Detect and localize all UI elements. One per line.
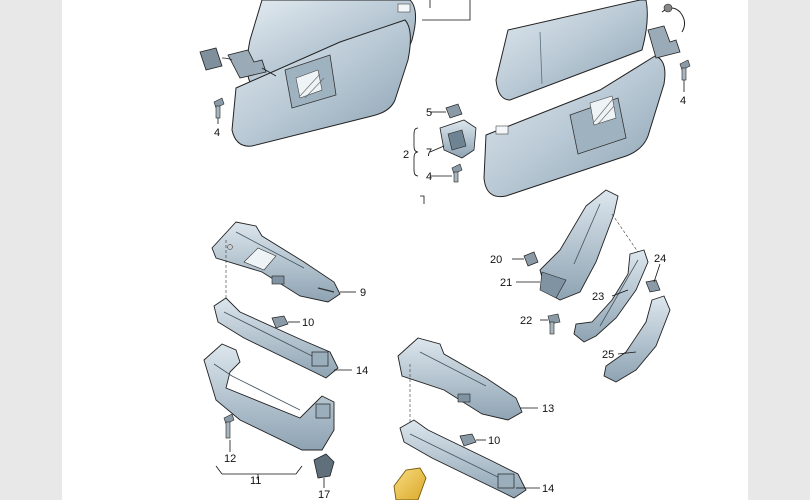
sun-visor-left: [231, 0, 416, 147]
screw-4-left: [213, 97, 225, 124]
callout-21: 21: [500, 277, 512, 289]
callout-13: 13: [542, 403, 554, 415]
callout-9: 9: [360, 287, 366, 299]
callout-12: 12: [224, 453, 236, 465]
callout-11: 11: [250, 475, 261, 487]
grab-handle-11: [203, 343, 335, 451]
callout-25: 25: [602, 349, 614, 361]
visor-clip-assembly: [439, 103, 477, 183]
callout-20: 20: [490, 254, 502, 266]
group-bracket-top: [413, 0, 471, 204]
callout-24: 24: [654, 253, 666, 265]
callout-10-top: 10: [302, 317, 314, 329]
highlighted-part: [393, 467, 427, 500]
callout-7: 7: [426, 147, 432, 159]
screw-4-right: [679, 59, 691, 92]
leader-lines: [215, 111, 661, 489]
handle-bracket-21: [539, 189, 619, 301]
sun-visor-left-hinge: [199, 47, 277, 79]
clip-20: [523, 251, 539, 267]
bolt-12: [223, 413, 235, 439]
grab-handle-base-9: [211, 221, 341, 310]
cap-17: [313, 453, 335, 479]
handle-cover-14-bottom: [399, 419, 527, 499]
callout-4-right: 4: [680, 95, 686, 107]
callout-10-bottom: 10: [488, 435, 500, 447]
callout-17: 17: [318, 489, 330, 500]
callout-4-left: 4: [214, 127, 220, 139]
callout-22: 22: [520, 315, 532, 327]
screw-22: [547, 313, 561, 335]
callout-4-clip: 4: [426, 171, 432, 183]
callout-2: 2: [403, 149, 409, 161]
sun-visor-right: [483, 0, 666, 198]
callout-labels: 4 4 5 2 7 4 9 10 14 12 11 17 20 21 22 23…: [214, 95, 686, 500]
callout-14-top: 14: [356, 365, 368, 377]
callout-23: 23: [592, 291, 604, 303]
sun-visor-right-hinge: [647, 3, 686, 59]
callout-5: 5: [426, 107, 432, 119]
nut-10-top: [271, 315, 289, 329]
nut-10-bottom: [459, 433, 477, 447]
callout-14-bottom: 14: [542, 483, 554, 495]
cover-25: [603, 295, 671, 383]
handle-cover-14-top: [213, 297, 339, 379]
nut-24: [645, 279, 661, 293]
handle-base-13: [397, 337, 523, 440]
